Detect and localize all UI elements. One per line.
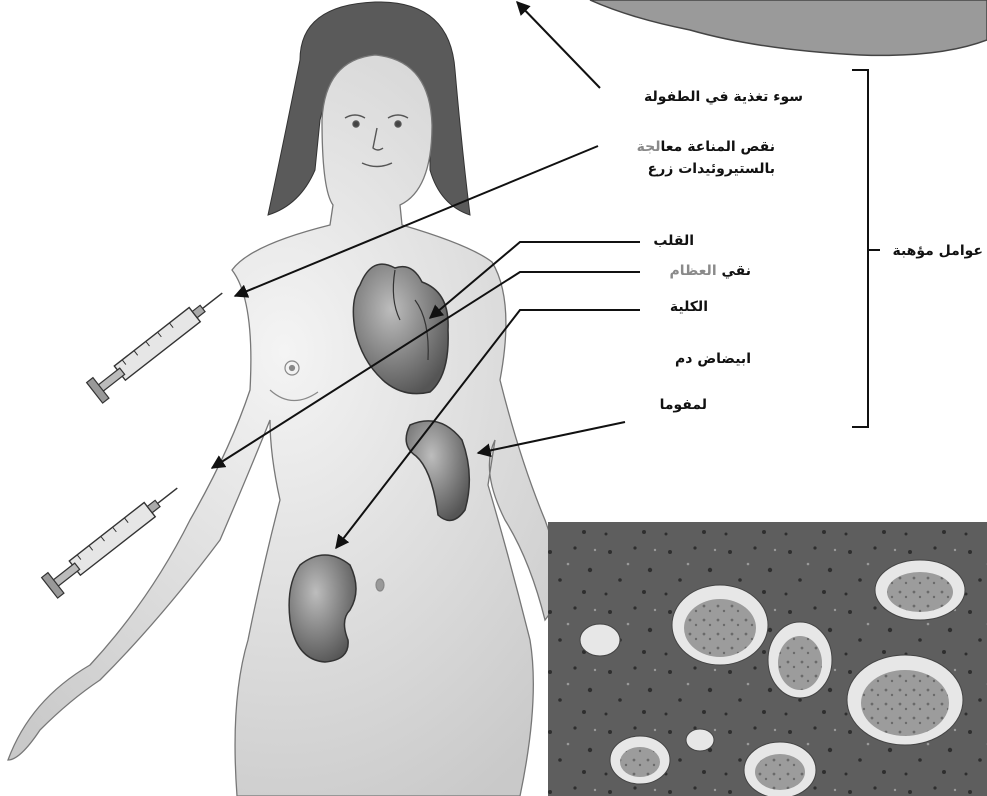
label-immunodeficiency-line2: بالستيروئيدات زرع (648, 160, 775, 179)
label-predisposing-factors: عوامل مؤهبة (892, 242, 983, 261)
label-leukemia: ابيضاض دم (675, 350, 751, 369)
label-immunodeficiency-suffix: لجة (637, 139, 661, 155)
label-heart: القلب (653, 232, 694, 251)
label-bone-marrow-suffix: العظام (670, 263, 717, 279)
factors-bracket (852, 70, 880, 427)
label-immunodeficiency: نقص المناعة معالجة (637, 138, 775, 157)
syringe-icon (87, 283, 231, 403)
label-bone-marrow-prefix: نقي (717, 263, 751, 279)
label-immunodeficiency-prefix: نقص المناعة معا (661, 139, 775, 155)
arrow-malnutrition (517, 2, 600, 88)
kidney-organ (289, 555, 356, 662)
label-kidney: الكلية (670, 298, 708, 317)
label-bone-marrow: نقي العظام (670, 262, 752, 281)
histology-micrograph (548, 522, 987, 796)
label-lymphoma: لمفوما (660, 396, 707, 415)
top-right-fragment (590, 0, 987, 55)
label-malnutrition: سوء تغذية في الطفولة (644, 88, 803, 107)
